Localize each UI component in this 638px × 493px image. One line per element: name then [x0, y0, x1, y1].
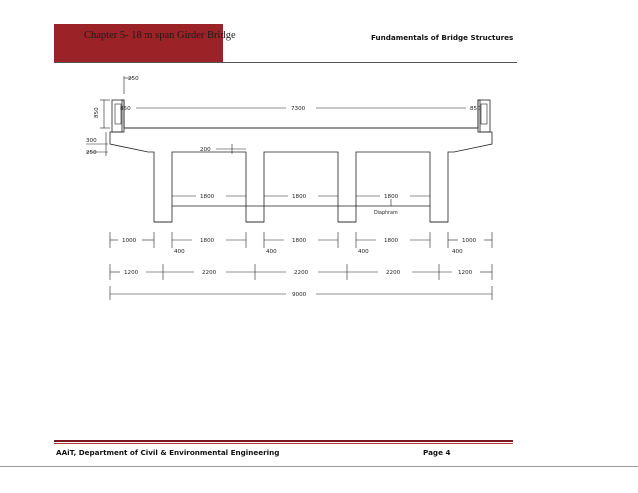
- dim-250-top: 250: [128, 76, 139, 82]
- dim-1000-right: 1000: [462, 238, 477, 244]
- chapter-title: Chapter 5- 18 m span Girder Bridge: [84, 30, 236, 41]
- dim-1000-left: 1000: [122, 238, 137, 244]
- page-bottom-rule: [0, 466, 638, 467]
- chapter-header-band: [54, 24, 223, 62]
- dim-2200-a: 2200: [202, 270, 217, 276]
- footer-department: AAiT, Department of Civil & Environmenta…: [56, 448, 280, 457]
- dim-1200-left: 1200: [124, 270, 139, 276]
- footer-rule: [54, 440, 513, 442]
- left-curb: [111, 99, 125, 133]
- footer-rule-secondary: [54, 443, 513, 444]
- right-curb: [477, 99, 491, 133]
- dim-1800-a: 1800: [200, 194, 215, 200]
- dim-row1-1800-b: 1800: [292, 238, 307, 244]
- dim-1800-b: 1800: [292, 194, 307, 200]
- dim-850-vertical: 850: [94, 107, 100, 118]
- bridge-cross-section-drawing: 250 850 850 7300 850 300 250 200 1800 18…: [86, 76, 493, 300]
- dim-400-d: 400: [452, 249, 463, 255]
- dim-row1-1800-c: 1800: [384, 238, 399, 244]
- dim-300: 300: [86, 138, 97, 144]
- dim-row1-1800-a: 1800: [200, 238, 215, 244]
- header-rule: [54, 62, 517, 63]
- dim-2200-b: 2200: [294, 270, 309, 276]
- dim-400-a: 400: [174, 249, 185, 255]
- dim-1800-c: 1800: [384, 194, 399, 200]
- dim-250-left: 250: [86, 150, 97, 156]
- dim-2200-c: 2200: [386, 270, 401, 276]
- deck-girder-outline: [109, 99, 493, 223]
- dim-7300: 7300: [291, 106, 306, 112]
- dim-1200-right: 1200: [458, 270, 473, 276]
- dim-9000: 9000: [292, 292, 307, 298]
- diaphragm-label: Diaphram: [374, 210, 398, 216]
- page-number: Page 4: [423, 448, 451, 457]
- dim-850-right: 850: [470, 106, 481, 112]
- dim-200: 200: [200, 147, 211, 153]
- document-title: Fundamentals of Bridge Structures: [371, 33, 514, 42]
- dim-400-b: 400: [266, 249, 277, 255]
- dim-400-c: 400: [358, 249, 369, 255]
- dim-850-left: 850: [120, 106, 131, 112]
